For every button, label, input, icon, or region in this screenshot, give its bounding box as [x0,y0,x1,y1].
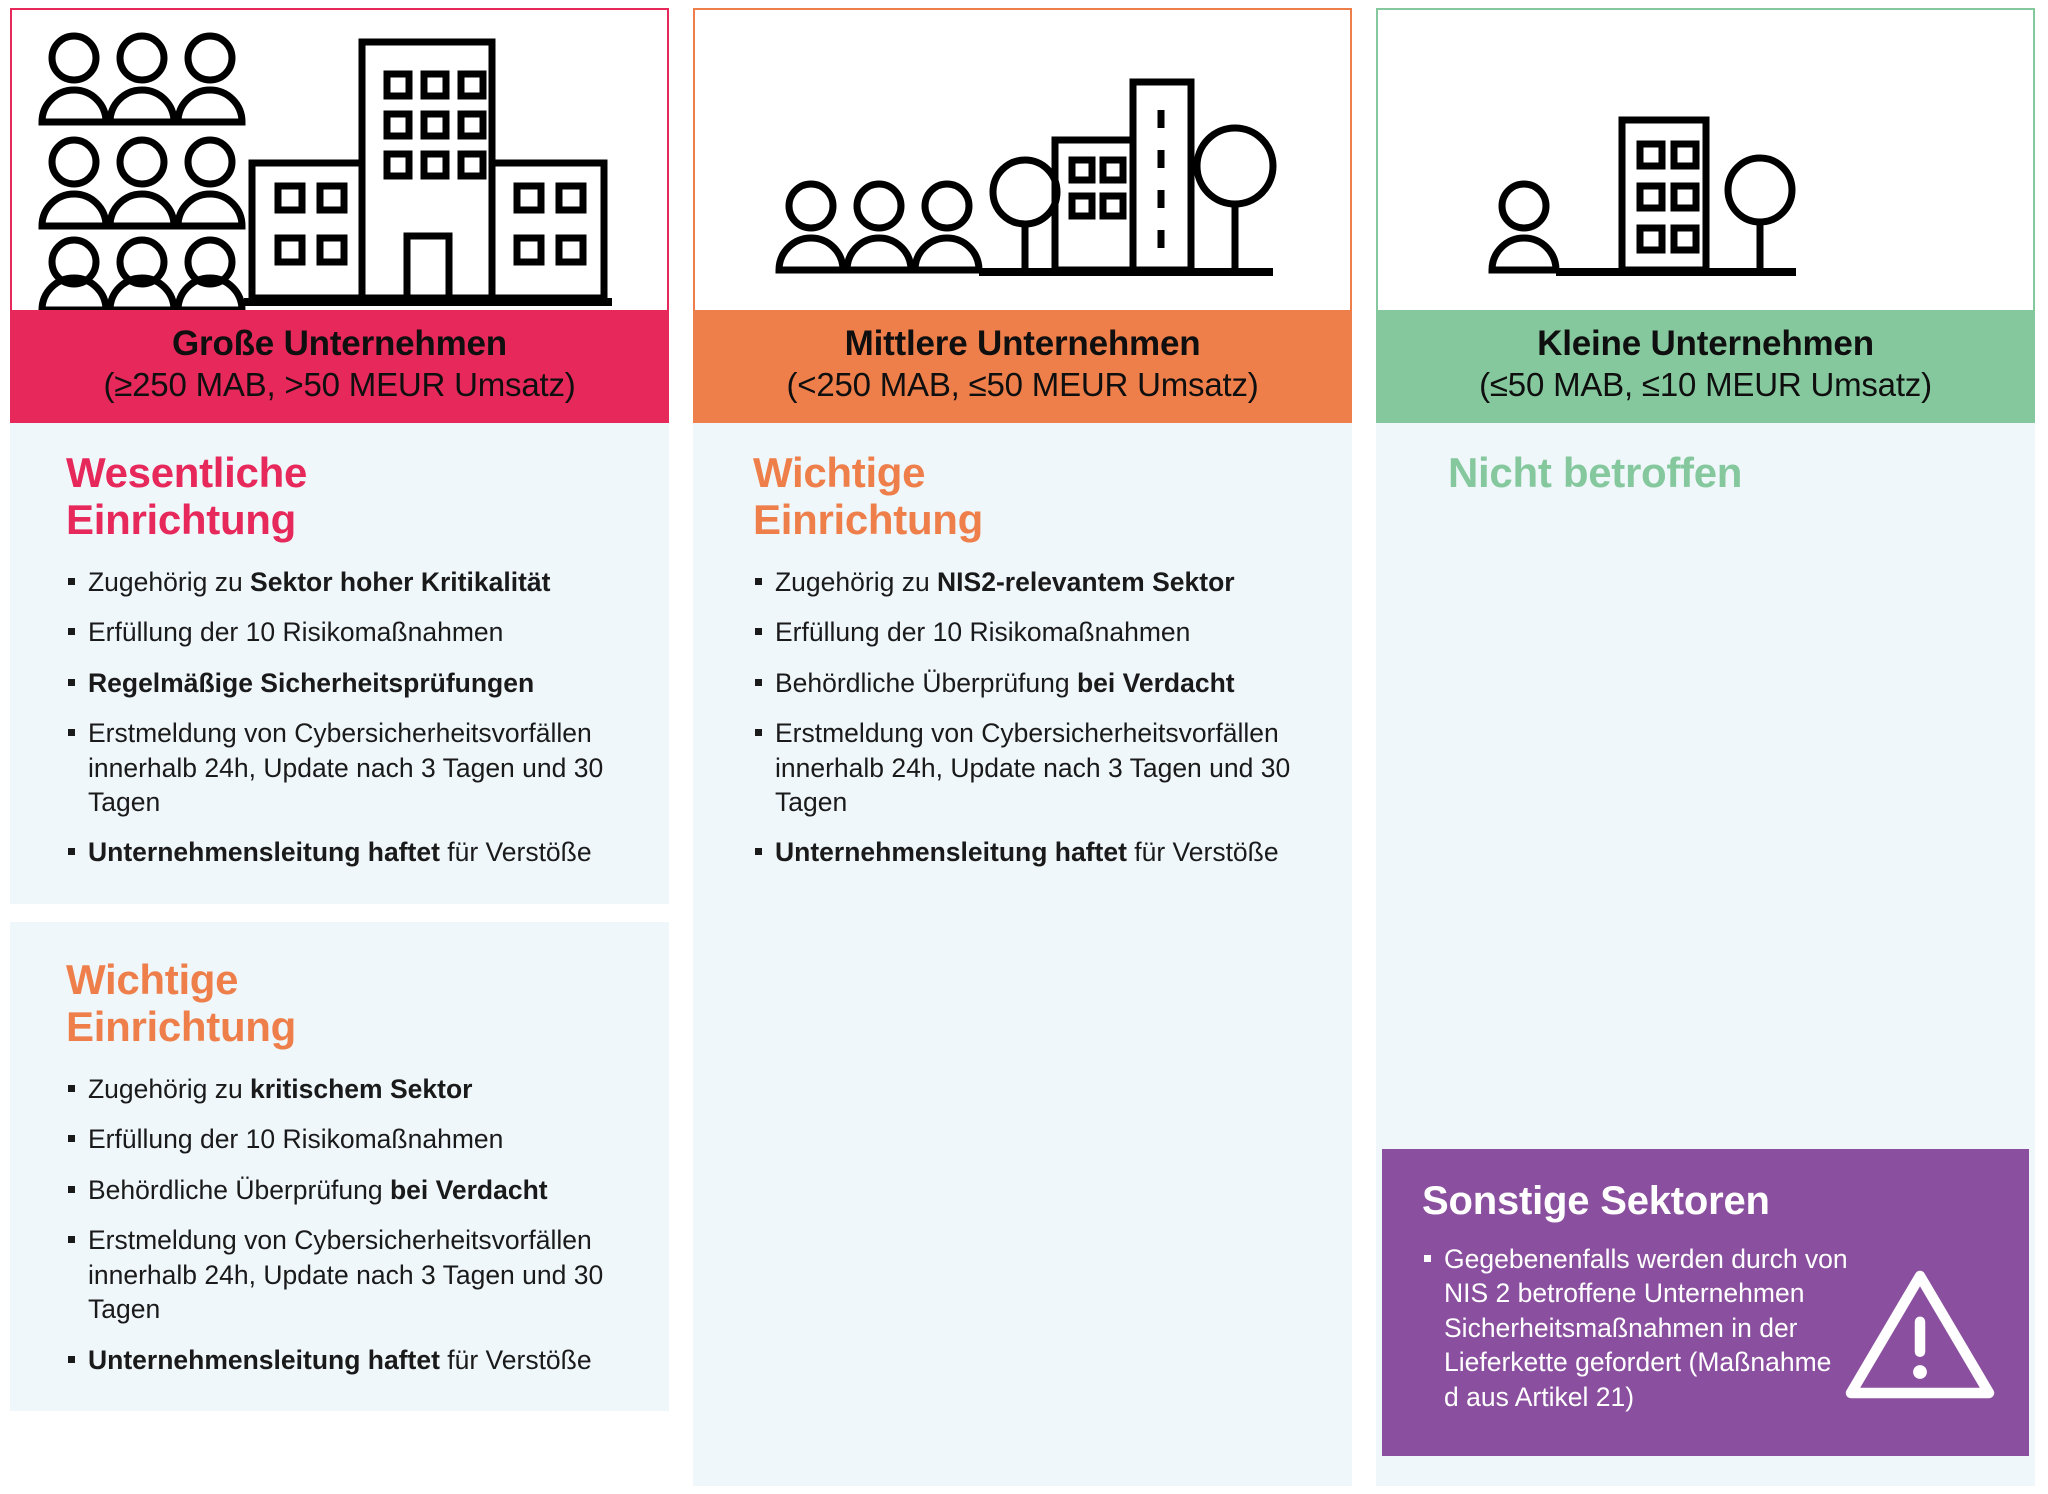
header-subtitle-small: (≤50 MAB, ≤10 MEUR Umsatz) [1479,366,1932,404]
bullet-text: Behördliche Überprüfung [88,1174,390,1205]
bullet-text-bold: bei Verdacht [390,1174,548,1205]
callout-sonstige-sektoren: Sonstige Sektoren Gegebenenfalls werden … [1382,1148,2029,1456]
bullet-text: Erfüllung der 10 Risikomaßnahmen [775,617,1191,648]
bullet-list-wesentliche: Zugehörig zu Sektor hoher Kritikalität E… [10,565,669,870]
panel-title-line2: Einrichtung [66,1002,297,1050]
bullet-text: Zugehörig zu [88,1073,251,1104]
bullet-text-bold: Unternehmensleitung haftet [88,837,440,868]
list-item: Erfüllung der 10 Risikomaßnahmen [66,615,629,649]
list-item: Zugehörig zu Sektor hoher Kritikalität [66,565,629,599]
list-item: Unternehmensleitung haftet für Verstöße [66,835,629,869]
list-item: Regelmäßige Sicherheitsprüfungen [66,666,629,700]
bullet-text-bold: Unternehmensleitung haftet [775,837,1127,868]
bullet-text-bold: kritischem Sektor [250,1073,473,1104]
column-large-companies: Große Unternehmen (≥250 MAB, >50 MEUR Um… [10,8,669,1486]
panel-wichtige-einrichtung-large: Wichtige Einrichtung Zugehörig zu kritis… [10,921,669,1412]
column-filler-small [1376,495,2035,1125]
three-people-buildings-and-tree-icon [775,78,1277,276]
panel-nicht-betroffen: Nicht betroffen [1376,422,2035,496]
list-item: Zugehörig zu NIS2-relevantem Sektor [753,565,1316,599]
list-item: Unternehmensleitung haftet für Verstöße [66,1343,629,1377]
list-item: Behördliche Überprüfung bei Verdacht [66,1173,629,1207]
header-subtitle-medium: (<250 MAB, ≤50 MEUR Umsatz) [786,366,1259,404]
panel-title-line2: Einrichtung [66,495,297,543]
bullet-text: Erfüllung der 10 Risikomaßnahmen [88,1124,504,1155]
column-filler-large [10,1411,669,1486]
column-medium-companies: Mittlere Unternehmen (<250 MAB, ≤50 MEUR… [693,8,1352,1486]
panel-title-wichtige-einrichtung-medium: Wichtige Einrichtung [753,449,1352,543]
bullet-text-bold: bei Verdacht [1077,667,1235,698]
bullet-text-bold: Sektor hoher Kritikalität [250,566,551,597]
bullet-list-wichtige-medium: Zugehörig zu NIS2-relevantem Sektor Erfü… [693,565,1352,870]
list-item: Erstmeldung von Cybersicherheits­vorfäll… [753,716,1316,819]
list-item: Unternehmensleitung haftet für Verstöße [753,835,1316,869]
callout-title: Sonstige Sektoren [1422,1178,1770,1223]
header-band-medium-companies: Mittlere Unternehmen (<250 MAB, ≤50 MEUR… [693,310,1352,423]
header-title-small: Kleine Unternehmen [1537,324,1874,363]
panel-title-line1: Wichtige [66,955,239,1003]
header-title-large: Große Unternehmen [172,324,507,363]
bullet-text-tail: für Verstöße [1126,837,1279,868]
bullet-text-bold: NIS2-relevantem Sektor [937,566,1235,597]
column-filler-medium [693,903,1352,1486]
list-item: Erstmeldung von Cybersicherheits­vorfäll… [66,1223,629,1326]
panel-wesentliche-einrichtung: Wesentliche Einrichtung Zugehörig zu Sek… [10,422,669,904]
bullet-text: Zugehörig zu [88,566,251,597]
column-small-companies: Kleine Unternehmen (≤50 MAB, ≤10 MEUR Um… [1376,8,2035,1486]
bullet-text: Erstmeldung von Cybersicherheits­vorfäll… [88,1225,604,1325]
list-item: Erstmeldung von Cybersicherheits­vorfäll… [66,716,629,819]
warning-triangle-icon [1845,1270,1995,1399]
icon-panel-small-companies [1376,8,2035,310]
header-band-large-companies: Große Unternehmen (≥250 MAB, >50 MEUR Um… [10,310,669,423]
callout-wrapper-sonstige-sektoren: Sonstige Sektoren Gegebenenfalls werden … [1376,1124,2035,1486]
bullet-text-tail: für Verstöße [439,837,592,868]
bullet-text-tail: für Verstöße [439,1344,592,1375]
bullet-text: Erfüllung der 10 Risikomaßnahmen [88,617,504,648]
list-item: Erfüllung der 10 Risikomaßnahmen [753,615,1316,649]
bullet-text: Erstmeldung von Cybersicherheits­vorfäll… [775,718,1291,818]
panel-title-line2: Einrichtung [753,495,984,543]
panel-title-wesentliche-einrichtung: Wesentliche Einrichtung [66,449,669,543]
icon-panel-large-companies [10,8,669,310]
callout-bullet-list: Gegebenenfalls werden durch von NIS 2 be… [1422,1242,1852,1414]
header-subtitle-large: (≥250 MAB, >50 MEUR Umsatz) [103,366,576,404]
bullet-list-wichtige-large: Zugehörig zu kritischem Sektor Erfüllung… [10,1072,669,1377]
bullet-text: Zugehörig zu [775,566,938,597]
panel-wichtige-einrichtung-medium: Wichtige Einrichtung Zugehörig zu NIS2-r… [693,422,1352,904]
list-item: Zugehörig zu kritischem Sektor [66,1072,629,1106]
one-person-building-and-tree-icon [1488,116,1796,276]
header-title-medium: Mittlere Unternehmen [844,324,1201,363]
panel-title-wichtige-einrichtung-large: Wichtige Einrichtung [66,956,669,1050]
panel-title-nicht-betroffen: Nicht betroffen [1448,448,1743,496]
header-band-small-companies: Kleine Unternehmen (≤50 MAB, ≤10 MEUR Um… [1376,310,2035,423]
bullet-text-bold: Regelmäßige Sicherheitsprüfungen [88,667,535,698]
nine-people-and-large-buildings-icon [38,32,612,310]
list-item: Gegebenenfalls werden durch von NIS 2 be… [1422,1242,1852,1414]
bullet-text: Behördliche Überprüfung [775,667,1077,698]
icon-panel-medium-companies [693,8,1352,310]
list-item: Behördliche Überprüfung bei Verdacht [753,666,1316,700]
panel-title-line1: Wesentliche [66,448,308,496]
list-item: Erfüllung der 10 Risikomaßnahmen [66,1122,629,1156]
bullet-text: Erstmeldung von Cybersicherheits­vorfäll… [88,718,604,818]
bullet-text-bold: Unternehmensleitung haftet [88,1344,440,1375]
panel-title-line1: Wichtige [753,448,926,496]
